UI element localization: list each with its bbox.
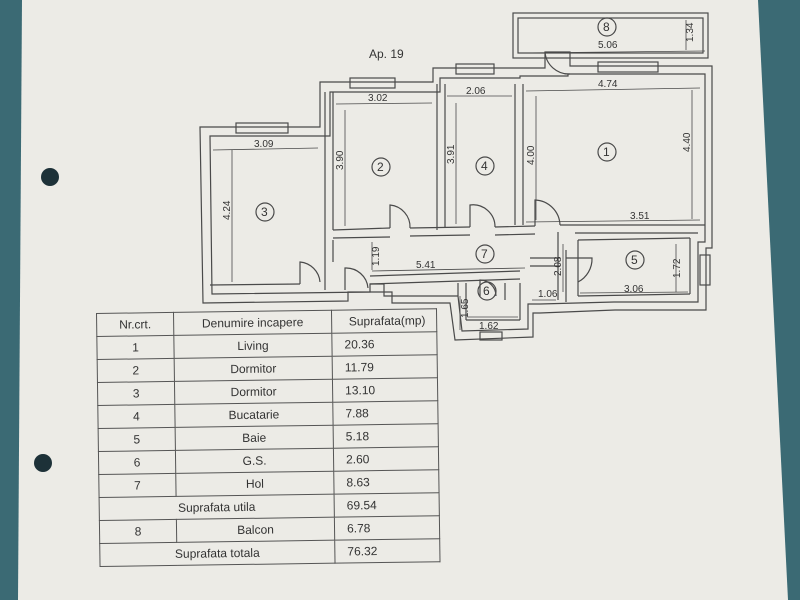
dim-room4-height: 3.91: [446, 144, 457, 164]
dim-room2-height: 3.90: [335, 150, 346, 170]
total-area-row: Suprafata totala 76.32: [99, 538, 441, 567]
room-1-number: 1: [603, 145, 610, 159]
room-2-number: 2: [377, 160, 384, 174]
room-8-number: 8: [603, 20, 610, 34]
room-6-number: 6: [483, 284, 490, 298]
dim-room4-width: 2.06: [466, 86, 486, 97]
row-area: 20.36: [331, 331, 438, 357]
usable-area-value: 69.54: [334, 492, 440, 518]
windows: [235, 61, 711, 341]
room-8-marker: [597, 17, 617, 37]
dimension-lines: [212, 20, 706, 330]
row-area: 13.10: [332, 377, 438, 403]
row-name: Baie: [175, 425, 334, 451]
usable-area-label: Suprafata utila: [99, 494, 335, 521]
row-name: G.S.: [175, 448, 334, 474]
balcony-area: 6.78: [334, 515, 440, 541]
header-area: Suprafata(mp): [331, 308, 437, 334]
header-nr: Nr.crt.: [96, 312, 174, 337]
punch-hole-bottom: [34, 454, 52, 472]
balcony: [512, 12, 709, 59]
dim-room1-left: 4.00: [526, 145, 537, 165]
apartment-title: Ap. 19: [369, 47, 404, 61]
dim-hall-length: 5.41: [416, 260, 436, 271]
dim-room1-right: 4.40: [682, 132, 693, 152]
dim-room6-width: 1.62: [479, 321, 499, 332]
room-7-marker: [475, 244, 495, 264]
row-name: Dormitor: [174, 356, 333, 382]
total-area-value: 76.32: [334, 538, 441, 564]
row-area: 11.79: [332, 354, 438, 380]
balcony-nr: 8: [99, 519, 177, 544]
outer-wall: [199, 51, 713, 341]
dim-room1-width: 4.74: [598, 79, 618, 90]
dim-room2-width: 3.02: [368, 93, 388, 104]
header-name: Denumire incapere: [173, 310, 332, 336]
dim-room3-width: 3.09: [254, 139, 274, 150]
dim-hall-small: 1.06: [538, 289, 558, 300]
row-nr: 7: [98, 473, 177, 498]
dim-room5-left: 2.08: [553, 256, 564, 276]
doors: [299, 51, 593, 297]
room-markers: 1 2 3 4 5 6 7 8: [255, 17, 645, 301]
row-nr: 2: [97, 358, 175, 383]
room-4-number: 4: [481, 159, 488, 173]
dim-room3-height: 4.24: [222, 200, 233, 220]
room-2-marker: [371, 157, 391, 177]
row-name: Dormitor: [174, 379, 333, 405]
row-name: Living: [173, 333, 333, 359]
room-7-number: 7: [481, 247, 488, 261]
area-table: Nr.crt. Denumire incapere Suprafata(mp) …: [96, 308, 441, 567]
dim-hall-height: 1.19: [371, 246, 382, 266]
dim-balcony-width: 5.06: [598, 40, 618, 51]
room-4-marker: [475, 156, 495, 176]
row-nr: 4: [97, 404, 176, 429]
row-nr: 5: [98, 427, 176, 452]
row-area: 8.63: [333, 469, 440, 495]
room-1-marker: [597, 142, 617, 162]
row-name: Hol: [175, 471, 335, 497]
dim-balcony-depth: 1.34: [685, 22, 696, 42]
dim-room5-right: 1.72: [672, 258, 683, 278]
row-name: Bucatarie: [174, 402, 334, 428]
dim-room6-height: 1.65: [460, 298, 471, 318]
punch-hole-top: [41, 168, 59, 186]
row-area: 5.18: [333, 423, 439, 449]
room-5-number: 5: [631, 253, 638, 267]
partitions: [209, 84, 705, 321]
room-5-marker: [625, 250, 645, 270]
room-3-marker: [255, 202, 275, 222]
room-6-marker: [477, 281, 497, 301]
row-area: 2.60: [333, 446, 439, 472]
row-area: 7.88: [332, 400, 439, 426]
dimension-labels: 4.74 4.00 4.40 3.51 3.02 3.90 3.09 4.24 …: [222, 22, 696, 332]
dim-room1-bottom: 3.51: [630, 211, 650, 222]
row-nr: 1: [96, 335, 175, 360]
total-area-label: Suprafata totala: [99, 540, 336, 567]
balcony-name: Balcon: [176, 517, 335, 543]
row-nr: 6: [98, 450, 176, 475]
dim-room5-width: 3.06: [624, 284, 644, 295]
row-nr: 3: [97, 381, 175, 406]
room-3-number: 3: [261, 205, 268, 219]
